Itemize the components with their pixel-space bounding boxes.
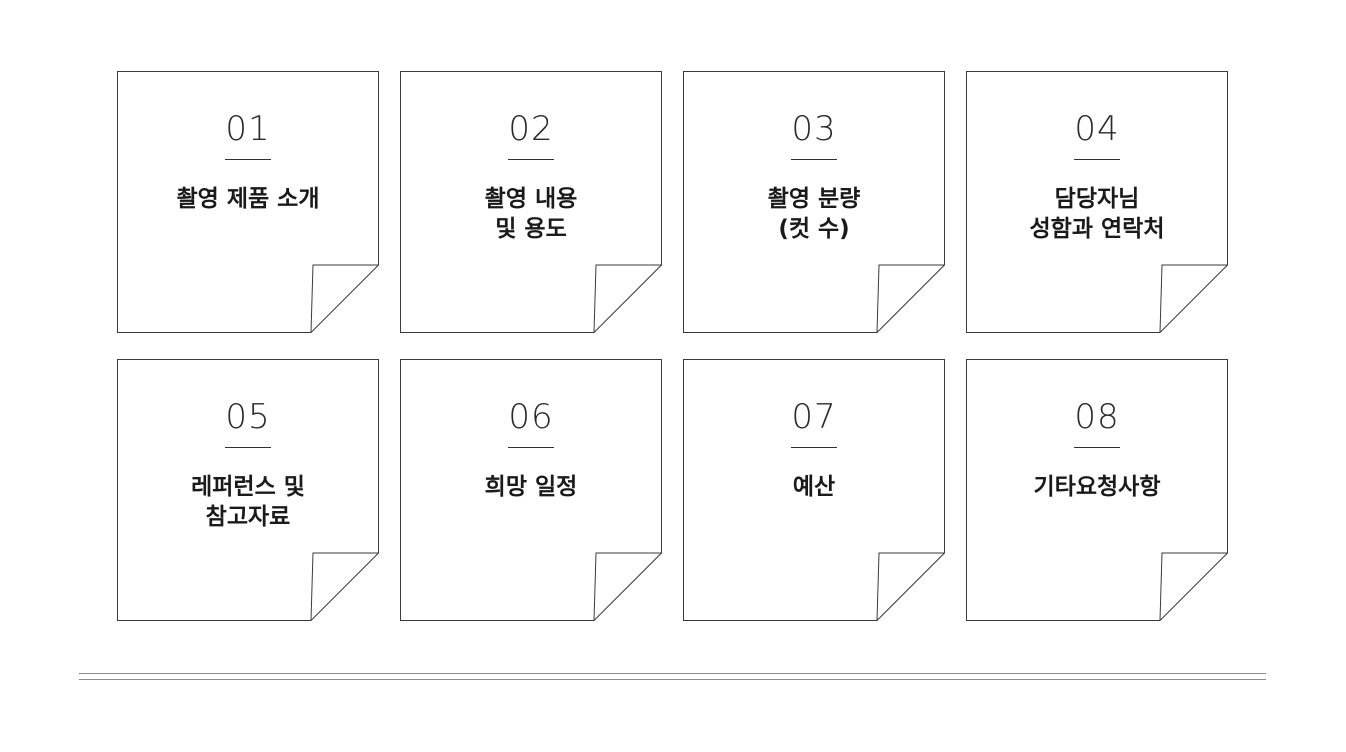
card-title: 촬영 내용 및 용도 (484, 186, 578, 242)
card-content: 07 예산 (683, 359, 945, 502)
card-content: 04 담당자님 성함과 연락처 (966, 71, 1228, 244)
folded-note-icon (966, 71, 1228, 333)
card-content: 08 기타요청사항 (966, 359, 1228, 502)
card-divider (225, 447, 271, 448)
card-divider (508, 447, 554, 448)
card-divider (791, 447, 837, 448)
card-content: 02 촬영 내용 및 용도 (400, 71, 662, 244)
folded-note-icon (117, 359, 379, 621)
card-05[interactable]: 05 레퍼런스 및 참고자료 (117, 359, 379, 621)
card-number: 04 (1074, 109, 1120, 149)
card-content: 03 촬영 분량 (컷 수) (683, 71, 945, 244)
card-divider (791, 159, 837, 160)
card-number: 06 (508, 397, 554, 437)
folded-note-icon (117, 71, 379, 333)
bottom-double-rule (79, 673, 1266, 680)
card-content: 05 레퍼런스 및 참고자료 (117, 359, 379, 532)
card-content: 06 희망 일정 (400, 359, 662, 502)
card-divider (508, 159, 554, 160)
folded-note-icon (400, 359, 662, 621)
folded-note-icon (683, 359, 945, 621)
card-03[interactable]: 03 촬영 분량 (컷 수) (683, 71, 945, 333)
card-number: 03 (791, 109, 837, 149)
card-number: 07 (791, 397, 837, 437)
card-title: 레퍼런스 및 참고자료 (191, 474, 305, 530)
card-content: 01 촬영 제품 소개 (117, 71, 379, 214)
card-grid: 01 촬영 제품 소개 02 촬영 내용 및 용도 03 촬영 분량 (컷 수) (117, 71, 1228, 621)
card-title: 담당자님 성함과 연락처 (1029, 186, 1165, 242)
card-title: 기타요청사항 (1033, 474, 1161, 500)
card-number: 05 (225, 397, 271, 437)
card-title: 희망 일정 (484, 474, 578, 500)
card-08[interactable]: 08 기타요청사항 (966, 359, 1228, 621)
card-06[interactable]: 06 희망 일정 (400, 359, 662, 621)
folded-note-icon (400, 71, 662, 333)
card-title: 촬영 제품 소개 (176, 186, 320, 212)
card-number: 08 (1074, 397, 1120, 437)
card-number: 02 (508, 109, 554, 149)
card-01[interactable]: 01 촬영 제품 소개 (117, 71, 379, 333)
card-divider (225, 159, 271, 160)
folded-note-icon (683, 71, 945, 333)
card-02[interactable]: 02 촬영 내용 및 용도 (400, 71, 662, 333)
card-number: 01 (225, 109, 271, 149)
folded-note-icon (966, 359, 1228, 621)
card-04[interactable]: 04 담당자님 성함과 연락처 (966, 71, 1228, 333)
card-divider (1074, 159, 1120, 160)
card-divider (1074, 447, 1120, 448)
card-title: 예산 (792, 474, 836, 500)
card-title: 촬영 분량 (컷 수) (767, 186, 861, 242)
card-07[interactable]: 07 예산 (683, 359, 945, 621)
